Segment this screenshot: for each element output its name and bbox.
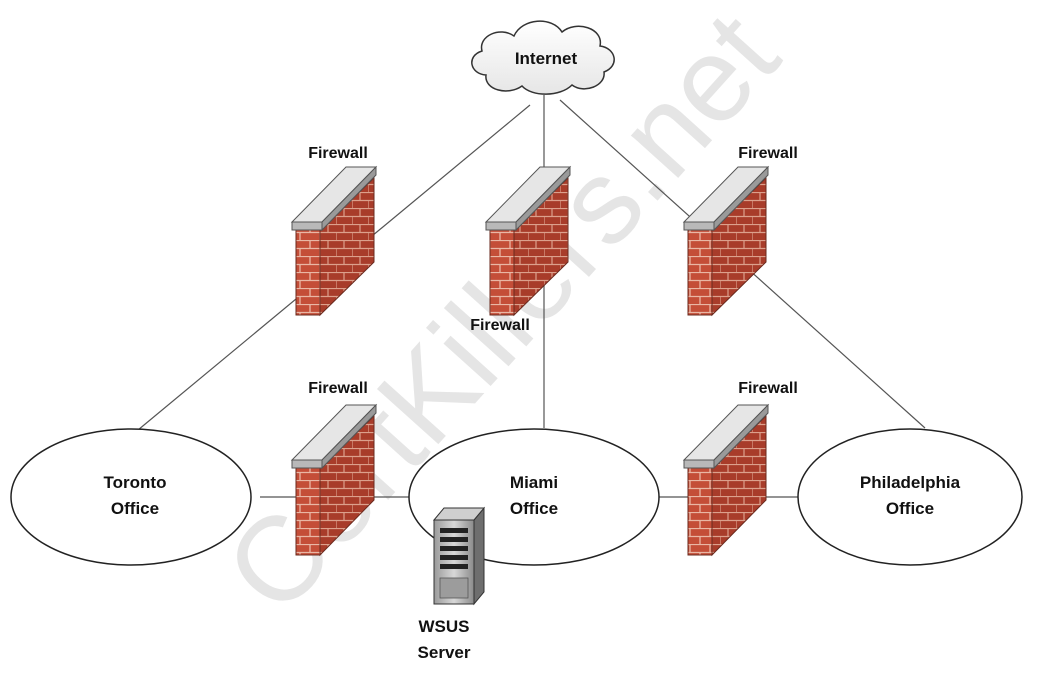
firewall-label: Firewall bbox=[470, 317, 530, 334]
wsus-label-line1: WSUS bbox=[419, 617, 470, 636]
firewall-label: Firewall bbox=[738, 380, 798, 397]
miami-label-line2: Office bbox=[510, 499, 558, 518]
internet-cloud: Internet bbox=[471, 20, 615, 95]
brick-wall-icon bbox=[682, 165, 770, 317]
firewall-label: Firewall bbox=[308, 145, 368, 162]
firewall-internet-philadelphia: Firewall bbox=[682, 145, 798, 317]
toronto-office: Toronto Office bbox=[10, 428, 252, 566]
philadelphia-office: Philadelphia Office bbox=[797, 428, 1023, 566]
firewall-label: Firewall bbox=[308, 380, 368, 397]
brick-wall-icon bbox=[484, 165, 572, 317]
brick-wall-icon bbox=[290, 403, 378, 557]
toronto-label-line1: Toronto bbox=[104, 473, 167, 492]
toronto-label-line2: Office bbox=[111, 499, 159, 518]
server-icon bbox=[432, 506, 486, 606]
brick-wall-icon bbox=[682, 403, 770, 557]
wsus-label-line2: Server bbox=[418, 643, 471, 662]
wsus-server: WSUS Server bbox=[418, 506, 486, 662]
firewall-toronto-miami: Firewall bbox=[290, 380, 378, 557]
philadelphia-label-line2: Office bbox=[886, 499, 934, 518]
cloud-icon bbox=[471, 20, 615, 95]
firewall-internet-toronto: Firewall bbox=[290, 145, 378, 317]
firewall-internet-miami: Firewall bbox=[470, 165, 572, 334]
firewall-miami-philadelphia: Firewall bbox=[682, 380, 798, 557]
philadelphia-label-line1: Philadelphia bbox=[860, 473, 961, 492]
firewall-label: Firewall bbox=[738, 145, 798, 162]
miami-label-line1: Miami bbox=[510, 473, 558, 492]
brick-wall-icon bbox=[290, 165, 378, 317]
internet-label: Internet bbox=[515, 49, 578, 68]
